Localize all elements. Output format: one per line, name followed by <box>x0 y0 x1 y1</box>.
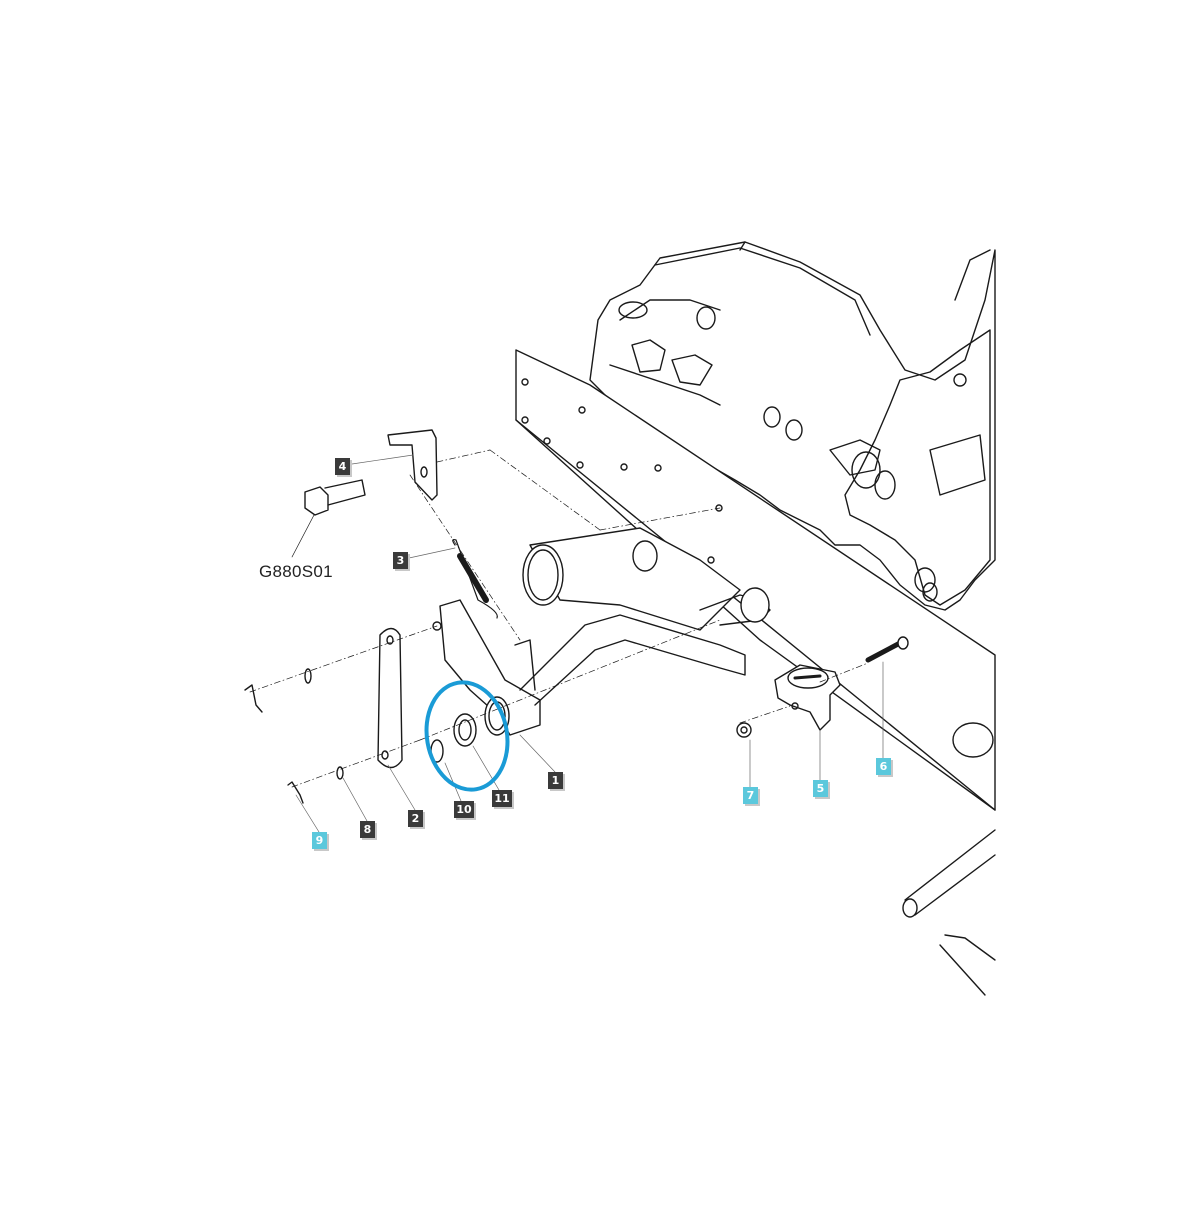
callout-6[interactable]: 6 <box>876 758 891 775</box>
callout-4[interactable]: 4 <box>335 458 350 475</box>
cross-rod <box>902 829 996 996</box>
pedal-lever <box>432 599 746 736</box>
bushings <box>430 713 477 763</box>
return-spring <box>452 538 498 619</box>
fasteners-left <box>244 668 344 804</box>
assembly-axes <box>249 449 869 788</box>
callout-3[interactable]: 3 <box>393 552 408 569</box>
nut-7 <box>736 722 752 738</box>
transmission-housing <box>589 241 996 611</box>
callout-2[interactable]: 2 <box>408 810 423 827</box>
callout-5[interactable]: 5 <box>813 780 828 797</box>
pedal-block <box>774 664 841 731</box>
pivot-tube <box>522 527 771 631</box>
bolt-6 <box>865 636 909 663</box>
link-bar <box>377 627 403 769</box>
callout-9[interactable]: 9 <box>312 832 327 849</box>
callout-8[interactable]: 8 <box>360 821 375 838</box>
spring-bracket <box>387 429 438 501</box>
part-code-label[interactable]: G880S01 <box>259 562 333 581</box>
leader-lines <box>295 454 884 833</box>
callout-10[interactable]: 10 <box>454 801 474 818</box>
highlight-ring <box>424 680 510 792</box>
bolt-g880s01 <box>291 479 366 558</box>
callout-1[interactable]: 1 <box>548 772 563 789</box>
callout-7[interactable]: 7 <box>743 787 758 804</box>
callout-11[interactable]: 11 <box>492 790 512 807</box>
